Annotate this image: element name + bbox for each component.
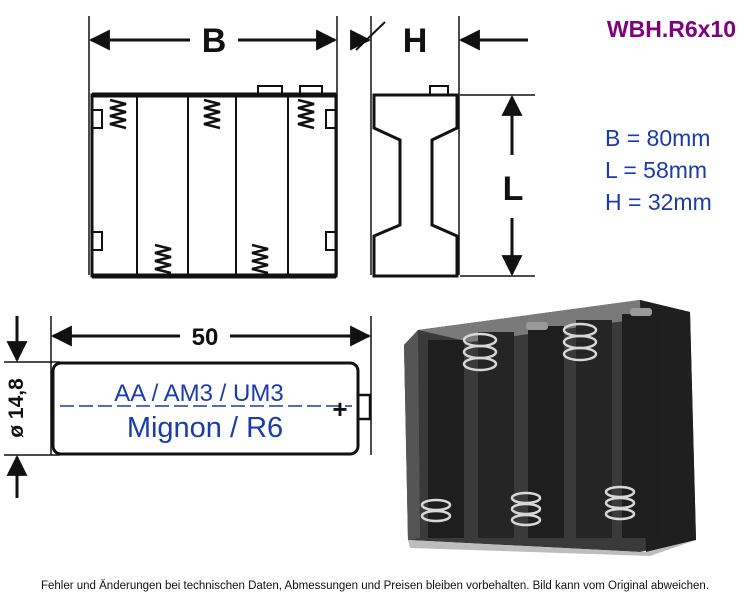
dimension-battery-diameter: ø 14,8 — [5, 316, 28, 498]
battery-outline: AA / AM3 / UM3 Mignon / R6 + — [4, 316, 372, 456]
length-label: L — [503, 170, 524, 208]
dimension-l: L — [460, 94, 535, 277]
battery-diameter-label: ø 14,8 — [5, 378, 28, 438]
model-number: WBH.R6x10 — [606, 16, 736, 42]
spring-icon — [203, 98, 221, 130]
spec-width: B = 80mm — [605, 125, 711, 151]
dimension-battery-length: 50 — [50, 324, 372, 351]
battery-type-label: AA / AM3 / UM3 — [114, 380, 283, 407]
spec-height: H = 32mm — [605, 189, 712, 215]
spring-icon — [251, 243, 269, 275]
spring-icon — [297, 98, 315, 130]
spring-icon — [109, 98, 127, 130]
width-label: B — [202, 22, 227, 60]
dimension-b: B — [88, 22, 338, 60]
battery-length-label: 50 — [192, 324, 219, 351]
product-photo — [404, 300, 696, 556]
dimension-h: H — [350, 21, 528, 60]
spec-length: L = 58mm — [605, 157, 708, 183]
height-label: H — [403, 22, 428, 60]
front-view — [88, 16, 338, 279]
spec-list: B = 80mm L = 58mm H = 32mm — [605, 122, 712, 218]
spring-icon — [154, 243, 172, 275]
side-view — [370, 16, 460, 278]
battery-name-label: Mignon / R6 — [127, 412, 283, 444]
plus-terminal-label: + — [332, 394, 347, 424]
disclaimer-text: Fehler und Änderungen bei technischen Da… — [40, 580, 710, 592]
